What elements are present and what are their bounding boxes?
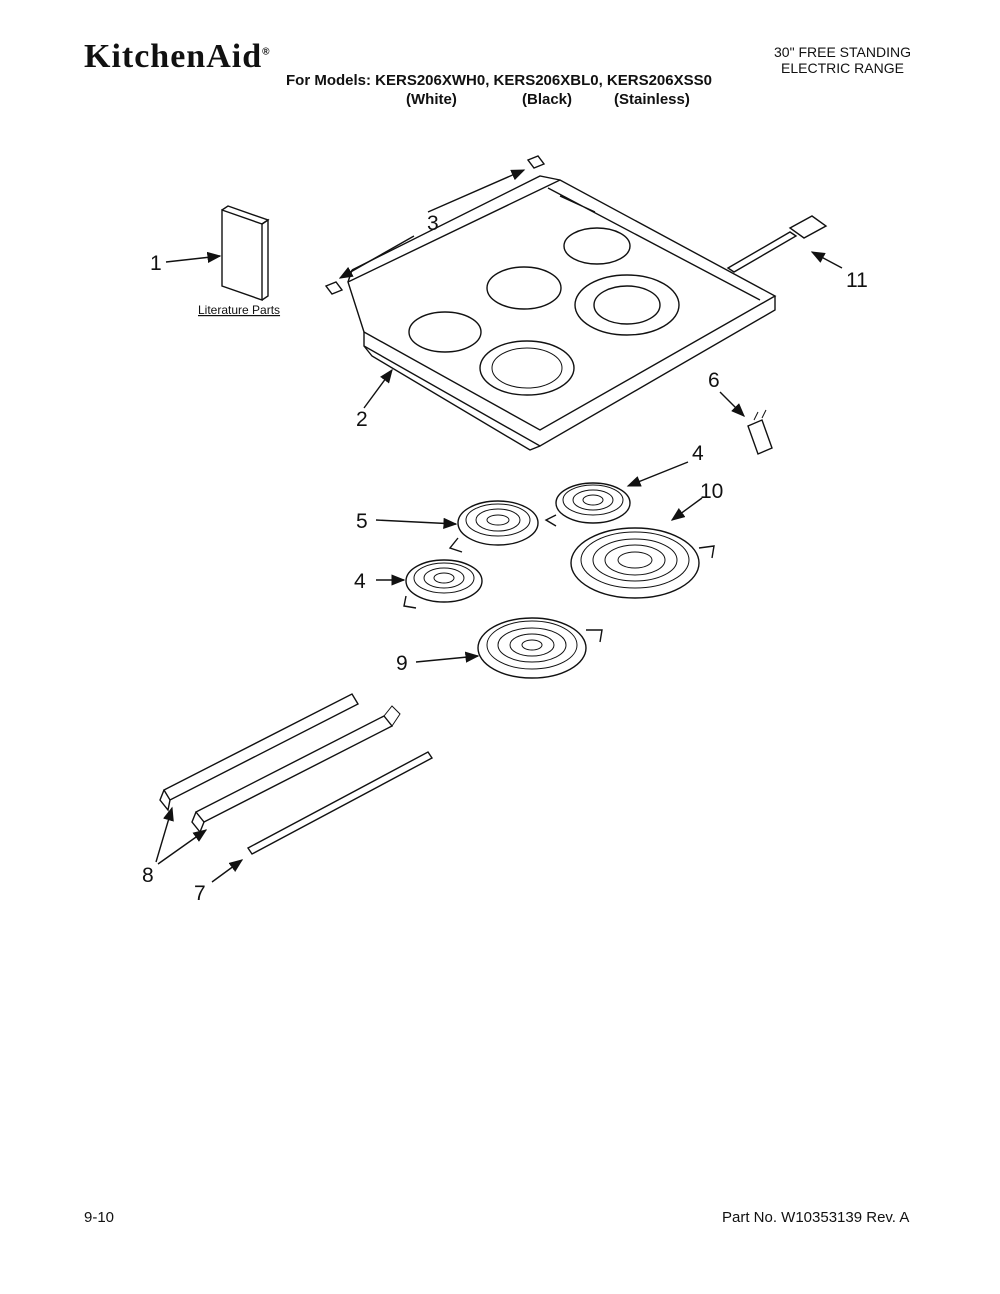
callout-3: 3 [427, 212, 439, 235]
callout-1: 1 [150, 252, 162, 275]
variant-stainless: (Stainless) [614, 91, 690, 108]
callout-10: 10 [700, 480, 723, 503]
callout-8: 8 [142, 864, 154, 887]
product-line-1: 30" FREE STANDING [774, 44, 911, 60]
product-line-2: ELECTRIC RANGE [781, 60, 904, 76]
callout-11: 11 [846, 269, 868, 292]
page-number: 9-10 [84, 1209, 115, 1226]
cooktop-main-top [347, 175, 777, 451]
variant-white: (White) [406, 91, 457, 108]
literature-parts-label: Literature Parts [198, 303, 280, 317]
terminal-block-lead [726, 215, 828, 273]
callout-4-bottom: 4 [354, 570, 366, 593]
variant-black: (Black) [522, 91, 573, 108]
trim-strip [246, 751, 434, 855]
surface-element-4-bottom [403, 559, 483, 609]
callout-7: 7 [194, 882, 206, 905]
top-clips [324, 155, 546, 295]
surface-element-4-top [544, 482, 631, 527]
surface-element-5 [448, 500, 539, 553]
product-title: 30" FREE STANDING ELECTRIC RANGE [740, 44, 945, 76]
callout-6: 6 [708, 369, 720, 392]
callout-9: 9 [396, 652, 408, 675]
surface-element-9 [477, 617, 603, 679]
leader-lines [155, 169, 843, 883]
callout-5: 5 [356, 510, 368, 533]
surface-element-10 [570, 527, 715, 599]
callout-2: 2 [356, 408, 368, 431]
mounting-brackets [159, 693, 401, 834]
callout-4-top: 4 [692, 442, 704, 465]
limit-switch [747, 409, 773, 455]
kitchenaid-logo: KitchenAid® [84, 38, 271, 75]
literature-booklet [221, 205, 270, 301]
models-line: For Models: KERS206XWH0, KERS206XBL0, KE… [286, 72, 712, 89]
part-number: Part No. W10353139 Rev. A [722, 1209, 910, 1226]
